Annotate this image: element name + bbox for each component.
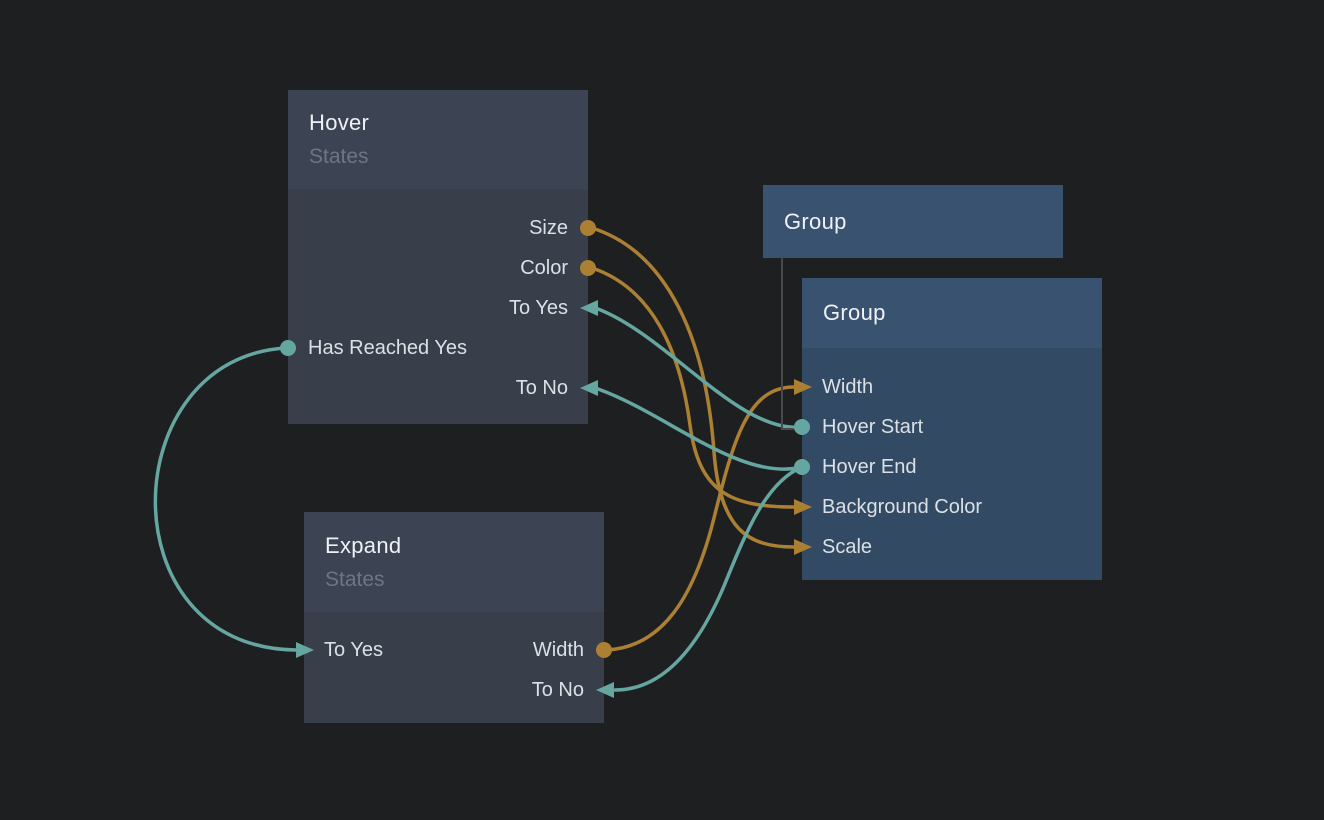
port-label: Background Color (822, 496, 983, 518)
node-title: Expand (325, 532, 402, 558)
node-subtitle: States (309, 145, 369, 168)
port-label: Hover End (822, 456, 917, 478)
wire-hover-has-reached-yes-to-expand-to-yes[interactable] (153, 346, 298, 652)
port-to-no[interactable]: To No (516, 368, 568, 408)
node-body (802, 348, 1102, 580)
port-label: Has Reached Yes (308, 337, 468, 359)
port-hover-start[interactable]: Hover Start (822, 407, 923, 447)
node-group-parent[interactable]: Group (763, 185, 1063, 258)
port-label: Size (529, 217, 568, 239)
port-width[interactable]: Width (533, 630, 584, 670)
wire-group-hover-end-to-expand-to-no[interactable] (613, 465, 804, 692)
wire-group-parent-link[interactable] (781, 258, 794, 430)
port-label: To No (531, 679, 584, 701)
port-label: Scale (822, 536, 873, 558)
node-subtitle: States (325, 567, 385, 591)
wire-expand-width-to-group-width[interactable] (605, 385, 796, 652)
port-has-reached-yes[interactable]: Has Reached Yes (308, 328, 467, 368)
port-label: To Yes (324, 639, 383, 661)
node-header[interactable]: Group (802, 278, 1102, 348)
node-body (288, 189, 588, 424)
port-label: To Yes (509, 297, 568, 319)
node-title: Group (823, 300, 886, 325)
port-to-no[interactable]: To No (532, 670, 584, 710)
wire-group-hover-end-to-hover-to-no[interactable] (596, 387, 804, 471)
port-label: Width (822, 376, 874, 398)
port-label: Color (520, 257, 568, 279)
port-to-yes[interactable]: To Yes (509, 288, 568, 328)
port-to-yes[interactable]: To Yes (324, 630, 383, 670)
wire-group-hover-start-to-hover-to-yes[interactable] (596, 307, 804, 429)
wire-hover-color-to-group-background-color[interactable] (590, 266, 796, 509)
wire-hover-size-to-group-scale[interactable] (590, 226, 796, 549)
port-color[interactable]: Color (520, 248, 568, 288)
port-label: Hover Start (822, 416, 924, 438)
port-background-color[interactable]: Background Color (822, 487, 982, 527)
port-label: Width (532, 639, 584, 661)
port-label: To No (515, 377, 568, 399)
port-hover-end[interactable]: Hover End (822, 447, 917, 487)
port-width[interactable]: Width (822, 367, 873, 407)
node-body (304, 612, 604, 723)
node-title: Hover (309, 110, 370, 135)
node-header[interactable]: Group (763, 185, 1063, 258)
port-scale[interactable]: Scale (822, 527, 872, 567)
port-size[interactable]: Size (529, 208, 568, 248)
node-title: Group (784, 208, 847, 234)
